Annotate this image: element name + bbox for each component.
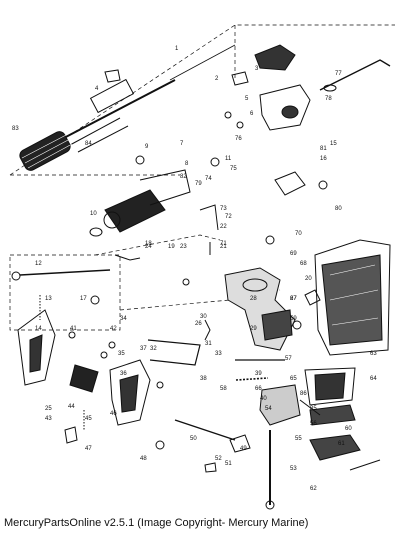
callout-75: 75: [230, 166, 237, 172]
exhaust-housing: [314, 239, 391, 356]
callout-29: 29: [250, 326, 257, 332]
callout-82: 82: [180, 174, 187, 180]
callout-12: 12: [35, 261, 42, 267]
callout-5: 5: [245, 96, 249, 102]
callout-2: 2: [215, 76, 219, 82]
callout-25: 25: [45, 406, 52, 412]
callout-32: 32: [150, 346, 157, 352]
callout-57: 57: [285, 356, 292, 362]
callout-17: 17: [80, 296, 87, 302]
callout-11: 11: [225, 156, 232, 162]
callout-27: 27: [290, 296, 297, 302]
tiller-handle: [19, 44, 236, 171]
small-hardware: [39, 69, 328, 473]
callout-67: 67: [290, 296, 297, 302]
callout-77: 77: [335, 71, 342, 77]
callout-37: 37: [140, 346, 147, 352]
callout-13: 13: [45, 296, 52, 302]
callout-45: 45: [85, 416, 92, 422]
callout-72: 72: [225, 214, 232, 220]
callout-74: 74: [205, 176, 212, 182]
callout-86: 86: [300, 391, 307, 397]
callout-28: 28: [250, 296, 257, 302]
callout-50: 50: [190, 436, 197, 442]
callout-31: 31: [205, 341, 212, 347]
callout-83: 83: [12, 126, 19, 132]
callout-15: 15: [330, 141, 337, 147]
callout-39: 39: [255, 371, 262, 377]
callout-51: 51: [225, 461, 232, 467]
callout-55: 55: [295, 436, 302, 442]
callout-43: 43: [45, 416, 52, 422]
callout-6: 6: [250, 111, 254, 117]
callout-26: 26: [195, 321, 202, 327]
callout-16: 16: [320, 156, 327, 162]
callout-64: 64: [370, 376, 377, 382]
callout-44: 44: [68, 404, 75, 410]
callout-61: 61: [338, 441, 345, 447]
callout-38: 38: [200, 376, 207, 382]
callout-18: 18: [145, 241, 152, 247]
callout-8: 8: [185, 161, 189, 167]
callout-1: 1: [175, 46, 179, 52]
callout-3: 3: [255, 66, 259, 72]
callout-24: 24: [145, 244, 152, 250]
callout-69: 69: [290, 251, 297, 257]
callout-46: 46: [110, 411, 117, 417]
callout-85: 85: [310, 406, 317, 412]
callout-9: 9: [145, 144, 149, 150]
callout-36: 36: [120, 371, 127, 377]
callout-48: 48: [140, 456, 147, 462]
callout-81: 81: [320, 146, 327, 152]
callout-41: 41: [70, 326, 77, 332]
callout-62: 62: [310, 486, 317, 492]
callout-34: 34: [120, 316, 127, 322]
callout-73: 73: [220, 206, 227, 212]
callout-30: 30: [200, 314, 207, 320]
callout-40: 40: [260, 396, 267, 402]
callout-33: 33: [215, 351, 222, 357]
callout-20: 20: [305, 276, 312, 282]
callout-10: 10: [90, 211, 97, 217]
callout-7: 7: [180, 141, 184, 147]
callout-80: 80: [335, 206, 342, 212]
callout-23: 23: [180, 244, 187, 250]
callout-22: 22: [220, 224, 227, 230]
callout-35: 35: [118, 351, 125, 357]
callout-52: 52: [215, 456, 222, 462]
callout-78: 78: [325, 96, 332, 102]
callout-79: 79: [195, 181, 202, 187]
callout-71: 71: [220, 241, 227, 247]
callout-70: 70: [295, 231, 302, 237]
callout-84: 84: [85, 141, 92, 147]
callout-49: 49: [240, 446, 247, 452]
swivel-bracket: [224, 267, 296, 351]
callout-21: 21: [220, 244, 227, 250]
callout-42: 42: [110, 326, 117, 332]
callout-68: 68: [300, 261, 307, 267]
throttle-bracket: [254, 44, 311, 196]
callout-56: 56: [310, 421, 317, 427]
steering-tube: [89, 169, 191, 237]
callout-63: 63: [370, 351, 377, 357]
callout-59: 59: [290, 316, 297, 322]
callout-47: 47: [85, 446, 92, 452]
callout-4: 4: [95, 86, 99, 92]
image-caption: MercuryPartsOnline v2.5.1 (Image Copyrig…: [4, 517, 309, 529]
callout-66: 66: [255, 386, 262, 392]
callout-54: 54: [265, 406, 272, 412]
callout-58: 58: [220, 386, 227, 392]
callout-19: 19: [168, 244, 175, 250]
callout-60: 60: [345, 426, 352, 432]
callout-53: 53: [290, 466, 297, 472]
callout-76: 76: [235, 136, 242, 142]
callout-14: 14: [35, 326, 42, 332]
callout-65: 65: [290, 376, 297, 382]
